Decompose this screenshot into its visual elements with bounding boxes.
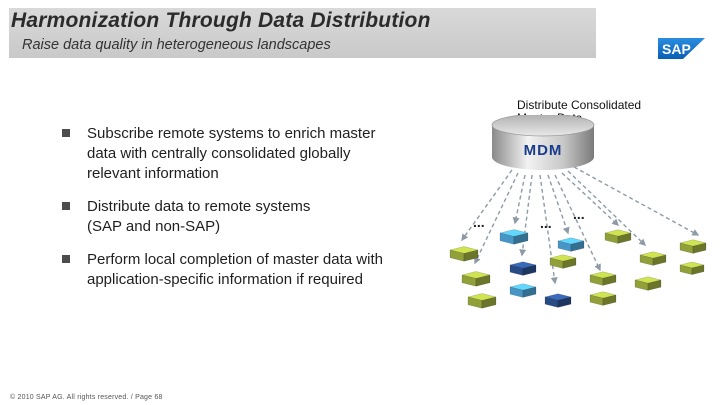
system-cube [679, 239, 707, 254]
page-subtitle: Raise data quality in heterogeneous land… [22, 37, 331, 53]
ellipsis-group: ... ... ... ... [473, 206, 585, 236]
system-cube [544, 293, 572, 308]
arrow [512, 174, 526, 225]
footer-copyright: © 2010 SAP AG. All rights reserved. / Pa… [10, 394, 163, 401]
bullet-line: Distribute data to remote systems [87, 198, 311, 215]
system-cube [604, 229, 632, 244]
system-cube [461, 271, 491, 287]
sap-logo-text: SAP [662, 41, 691, 57]
system-cube [589, 291, 617, 306]
bullet-item: Distribute data to remote systems (SAP a… [62, 197, 422, 237]
system-cube [557, 237, 585, 252]
mdm-hub: MDM [491, 115, 595, 170]
arrow [561, 172, 620, 226]
bullet-line: Subscribe remote systems to enrich maste… [87, 125, 376, 142]
system-cube [509, 261, 537, 276]
mdm-distribution-diagram: MDM ... ... ... ... [449, 115, 707, 309]
page-title: Harmonization Through Data Distribution [11, 9, 431, 32]
system-cube [639, 251, 667, 266]
bullet-item: Perform local completion of master data … [62, 250, 422, 290]
ellipsis-text: ... [507, 220, 519, 236]
arrow [474, 172, 519, 265]
bullet-line: application-specific information if requ… [87, 271, 363, 288]
system-cube [589, 271, 617, 286]
bullet-line: relevant information [87, 165, 219, 182]
system-cube [549, 254, 577, 269]
header-band [9, 8, 711, 58]
arrow [554, 174, 601, 272]
bullet-line: data with centrally consolidated globall… [87, 145, 351, 162]
mdm-label: MDM [524, 142, 563, 159]
arrow [519, 174, 533, 257]
caption-line: Distribute Consolidated [517, 98, 642, 112]
ellipsis-text: ... [473, 214, 485, 230]
system-cubes [449, 229, 707, 309]
system-cube [634, 276, 662, 291]
arrow [573, 166, 700, 236]
system-cube [509, 283, 537, 298]
bullet-marker [62, 202, 70, 210]
bullet-line: (SAP and non-SAP) [87, 218, 221, 235]
distribution-arrows [461, 166, 700, 285]
sap-logo-icon: SAP [658, 38, 705, 59]
arrow [567, 170, 647, 246]
system-cube [467, 293, 497, 309]
system-cube [449, 246, 479, 262]
bullet-line: Perform local completion of master data … [87, 251, 383, 268]
bullet-item: Subscribe remote systems to enrich maste… [62, 124, 422, 184]
system-cube [679, 261, 705, 275]
ellipsis-text: ... [573, 206, 585, 222]
arrow [547, 174, 570, 235]
bullet-marker [62, 255, 70, 263]
system-cube [499, 229, 529, 245]
ellipsis-text: ... [540, 215, 552, 231]
bullet-marker [62, 129, 70, 137]
bullet-text: Perform local completion of master data … [87, 250, 422, 290]
bullet-text: Subscribe remote systems to enrich maste… [87, 124, 422, 184]
bullet-text: Distribute data to remote systems (SAP a… [87, 197, 422, 237]
arrow [461, 169, 513, 242]
bullet-list: Subscribe remote systems to enrich maste… [62, 124, 422, 303]
